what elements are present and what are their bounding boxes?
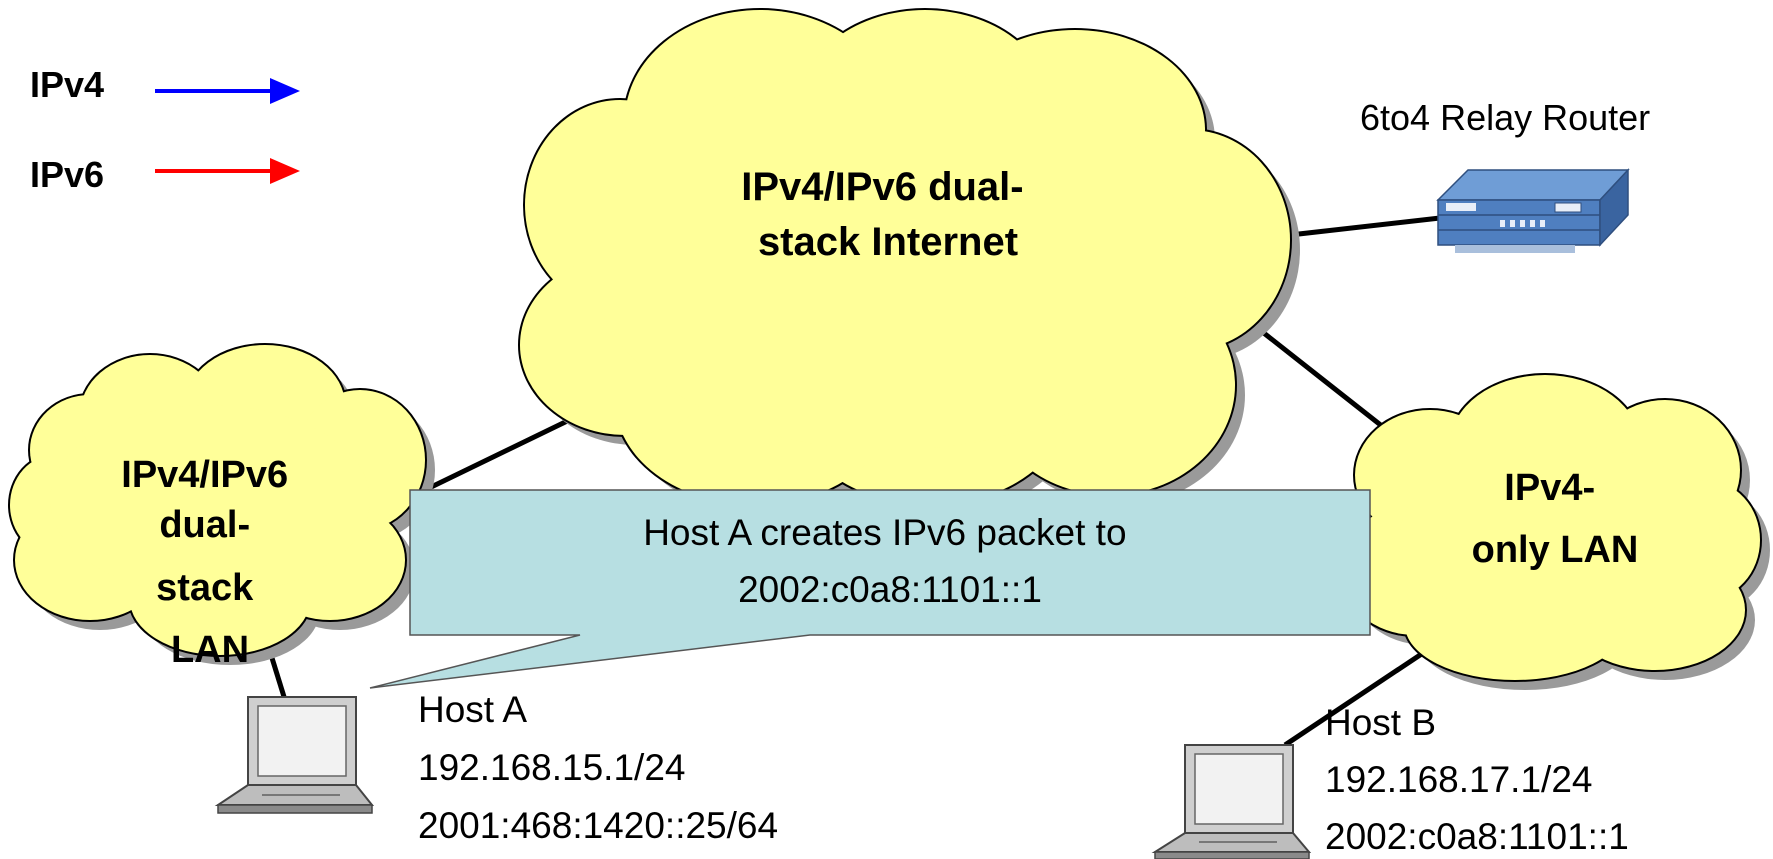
callout: Host A creates IPv6 packet to 2002:c0a8:…: [369, 489, 1371, 689]
host-a-info-line: Host A: [418, 689, 527, 730]
host-a-info: Host A 192.168.15.1/24 2001:468:1420::25…: [418, 689, 778, 846]
host-b-info-line: 2002:c0a8:1101::1: [1325, 816, 1629, 857]
host-a-info-line: 2001:468:1420::25/64: [418, 805, 778, 846]
ipv4-only-lan-label: IPv4- only LAN: [1472, 467, 1639, 571]
callout-text-line: Host A creates IPv6 packet to: [643, 512, 1126, 553]
relay-router: 6to4 Relay Router: [1360, 97, 1650, 253]
dual-stack-lan-label-line: IPv4/IPv6: [121, 454, 288, 496]
ipv4-only-lan-cloud: IPv4- only LAN: [1338, 373, 1770, 690]
link-lan-internet: [423, 407, 592, 493]
internet-cloud-label-line: stack Internet: [758, 220, 1018, 264]
legend-ipv4-label: IPv4: [30, 64, 104, 105]
dual-stack-lan-cloud: [8, 343, 435, 665]
host-b-info: Host B 192.168.17.1/24 2002:c0a8:1101::1: [1325, 702, 1629, 857]
router-icon: [1436, 168, 1630, 253]
legend: IPv4 IPv6: [30, 64, 300, 195]
relay-router-label: 6to4 Relay Router: [1360, 97, 1650, 138]
dual-stack-lan-label-line: dual-: [159, 504, 250, 546]
internet-cloud-label: IPv4/IPv6 dual- stack Internet: [741, 165, 1034, 264]
host-b-info-line: 192.168.17.1/24: [1325, 759, 1592, 800]
callout-text-line: 2002:c0a8:1101::1: [738, 569, 1042, 610]
host-b-laptop-icon: [1151, 744, 1312, 859]
callout-text: Host A creates IPv6 packet to 2002:c0a8:…: [643, 512, 1137, 610]
legend-ipv6-label: IPv6: [30, 154, 104, 195]
dual-stack-lan-label: IPv4/IPv6 dual- stack LAN: [121, 454, 298, 671]
callout-box: [369, 489, 1371, 689]
host-a-info-line: 192.168.15.1/24: [418, 747, 685, 788]
internet-cloud-label-line: IPv4/IPv6 dual-: [741, 165, 1023, 209]
host-b-info-line: Host B: [1325, 702, 1436, 743]
dual-stack-lan-label-line: stack: [156, 567, 254, 609]
link-internet-router: [1289, 215, 1441, 238]
legend-ipv4-arrowhead: [270, 78, 300, 104]
ipv4-only-lan-label-line: IPv4-: [1504, 467, 1595, 509]
legend-ipv6-arrowhead: [270, 158, 300, 184]
internet-cloud: IPv4/IPv6 dual- stack Internet: [518, 8, 1300, 515]
ipv4-only-lan-label-line: only LAN: [1472, 529, 1639, 571]
dual-stack-lan-label-line: LAN: [171, 629, 249, 671]
host-a-laptop-icon: [214, 696, 375, 814]
